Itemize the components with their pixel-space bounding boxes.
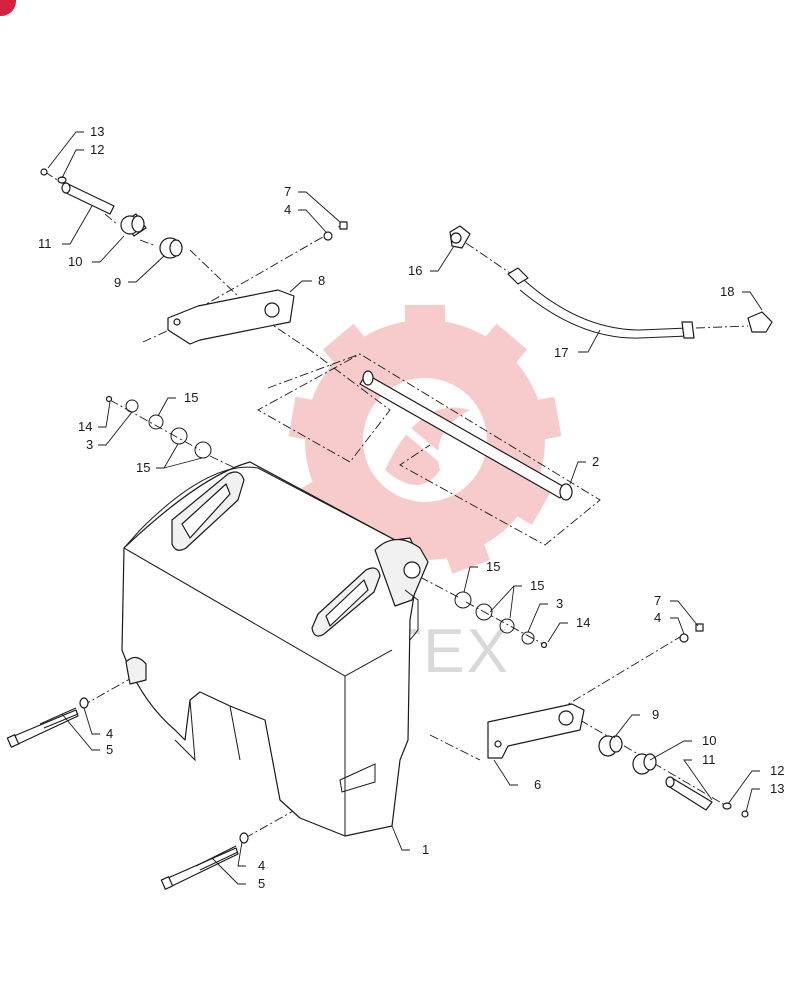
callout-4: 4 [258, 858, 265, 873]
callout-8: 8 [318, 273, 325, 288]
callout-17: 17 [554, 345, 568, 360]
hose-assembly [449, 225, 773, 339]
counterweight-part-1 [121, 461, 429, 837]
bracket-part-6 [487, 703, 585, 759]
callout-1: 1 [422, 842, 429, 857]
bushing-part-9-upper [159, 237, 183, 259]
callout-11: 11 [38, 236, 52, 251]
callout-3: 3 [556, 596, 563, 611]
callout-5: 5 [258, 876, 265, 891]
bolts-part-5 [6, 697, 249, 890]
pin-part-2 [359, 370, 573, 501]
callout-7: 7 [284, 184, 291, 199]
callout-12: 12 [90, 142, 104, 157]
callout-14: 14 [78, 419, 92, 434]
washer-bolt-lower [679, 623, 749, 818]
bushing-part-9-lower [598, 735, 623, 757]
callout-10: 10 [702, 733, 716, 748]
callout-4: 4 [284, 202, 291, 217]
callout-11: 11 [702, 752, 716, 767]
callout-6: 6 [534, 777, 541, 792]
bushing-part-10-lower [632, 753, 657, 775]
callout-4: 4 [106, 726, 113, 741]
callout-3: 3 [86, 437, 93, 452]
callout-15: 15 [184, 390, 198, 405]
callout-14: 14 [576, 615, 590, 630]
callout-13: 13 [90, 124, 104, 139]
bushing-part-10-upper [120, 213, 147, 237]
callout-15: 15 [486, 559, 500, 574]
callout-15: 15 [530, 578, 544, 593]
callout-5: 5 [106, 742, 113, 757]
bracket-part-8 [167, 289, 295, 345]
callout-16: 16 [408, 263, 422, 278]
callout-15: 15 [136, 460, 150, 475]
pin-part-11-upper [61, 182, 115, 215]
washer-bolt-upper [40, 168, 348, 241]
callout-18: 18 [720, 284, 734, 299]
callout-13: 13 [770, 781, 784, 796]
callout-labels: 13 12 11 10 9 7 4 8 16 18 17 2 14 3 15 1… [38, 124, 784, 891]
retaining-rings-left [105, 395, 212, 459]
callout-10: 10 [68, 254, 82, 269]
callout-12: 12 [770, 763, 784, 778]
callout-9: 9 [114, 275, 121, 290]
callout-9: 9 [652, 707, 659, 722]
pin-part-11-lower [665, 776, 713, 811]
callout-4: 4 [654, 610, 661, 625]
callout-2: 2 [592, 454, 599, 469]
callout-leaders [47, 131, 763, 885]
callout-7: 7 [654, 593, 661, 608]
